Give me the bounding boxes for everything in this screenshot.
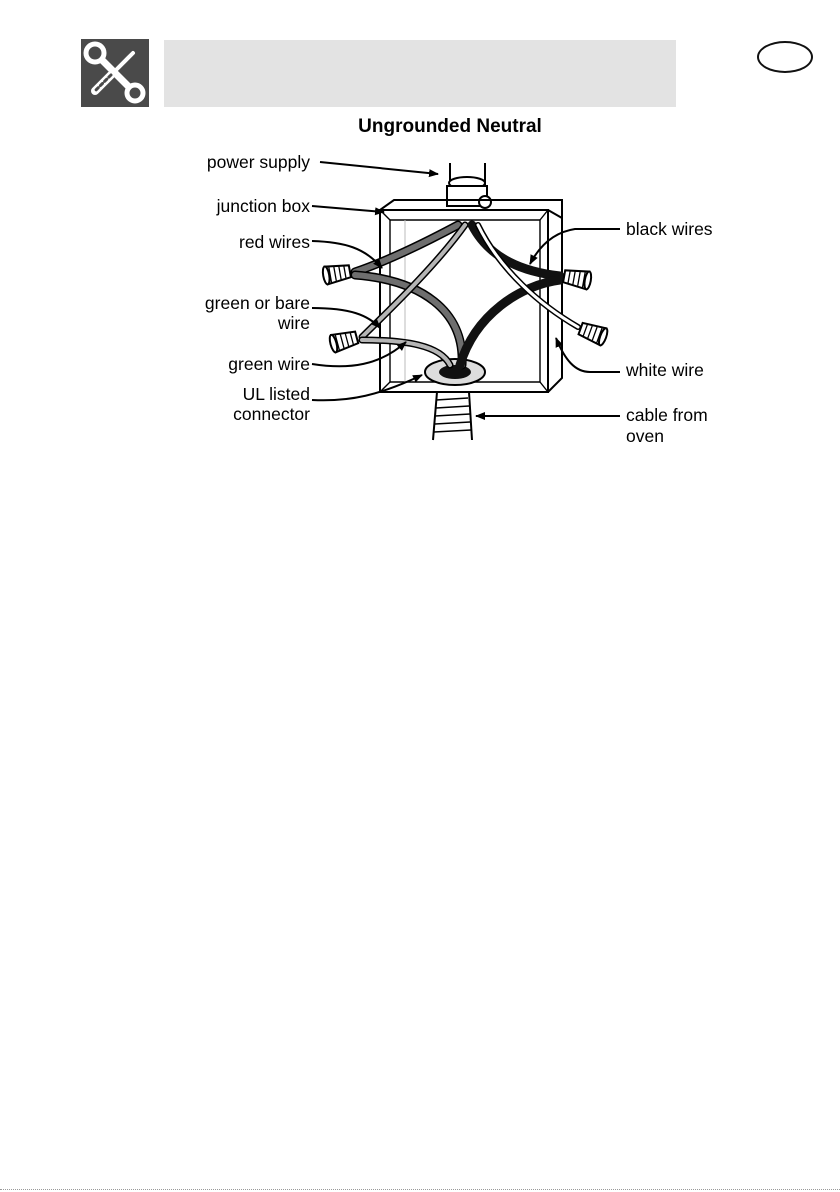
label-power-supply: power supply [150, 152, 310, 172]
wire-nut [578, 320, 610, 346]
arrow-white-wire [556, 338, 620, 372]
arrow-power-supply [320, 162, 438, 174]
label-cable-from-line1: cable from [626, 405, 708, 425]
label-green-or-bare-line2: wire [150, 313, 310, 333]
wire-nut [322, 262, 352, 284]
wire-nut [563, 267, 593, 289]
label-white-wire: white wire [626, 360, 704, 380]
junction-box-diagram [0, 0, 840, 470]
label-junction-box: junction box [150, 196, 310, 216]
label-green-or-bare-line1: green or bare [150, 293, 310, 313]
label-ul-listed-line2: connector [150, 404, 310, 424]
oven-cable [433, 392, 472, 440]
label-green-wire: green wire [150, 354, 310, 374]
label-ul-listed-line1: UL listed [150, 384, 310, 404]
label-cable-from-line2: oven [626, 426, 664, 446]
label-black-wires: black wires [626, 219, 713, 239]
label-red-wires: red wires [150, 232, 310, 252]
wire-nut [328, 329, 359, 353]
ul-connector [425, 359, 485, 385]
power-supply-conduit [447, 163, 491, 208]
page-bottom-border [0, 1189, 840, 1190]
arrow-junction-box [312, 206, 384, 212]
